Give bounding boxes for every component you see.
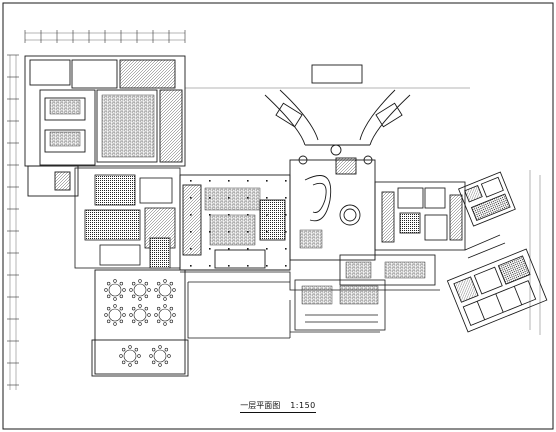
column-marker <box>209 180 211 182</box>
column-marker <box>285 214 287 216</box>
column-marker <box>190 180 192 182</box>
column-marker <box>228 231 230 233</box>
caption-underline <box>240 412 316 413</box>
column-marker <box>228 214 230 216</box>
column-marker <box>247 180 249 182</box>
column-marker <box>285 248 287 250</box>
column-marker <box>266 265 268 267</box>
column-marker <box>285 180 287 182</box>
column-marker <box>209 197 211 199</box>
column-marker <box>266 197 268 199</box>
round-table <box>149 345 171 367</box>
column-marker <box>228 248 230 250</box>
bar-terrace <box>294 279 386 331</box>
column-marker <box>228 265 230 267</box>
drawing-caption: 一层平面图 1:150 <box>0 398 556 414</box>
drawing-scale: 1:150 <box>290 401 316 410</box>
right-block <box>339 181 466 286</box>
round-table <box>154 304 176 326</box>
column-marker <box>247 248 249 250</box>
column-marker <box>247 265 249 267</box>
center-dining <box>179 174 291 271</box>
column-marker <box>209 231 211 233</box>
column-marker <box>228 180 230 182</box>
column-grid <box>190 180 287 267</box>
column-marker <box>266 231 268 233</box>
column-marker <box>247 231 249 233</box>
column-marker <box>285 265 287 267</box>
round-table <box>104 304 126 326</box>
column-marker <box>266 248 268 250</box>
column-marker <box>190 265 192 267</box>
column-marker <box>209 248 211 250</box>
diagonal-wing <box>446 171 548 333</box>
round-table <box>129 279 151 301</box>
column-marker <box>285 231 287 233</box>
column-marker <box>190 231 192 233</box>
column-marker <box>190 197 192 199</box>
restaurant-left <box>91 269 189 377</box>
left-wing <box>24 55 186 197</box>
column-marker <box>228 197 230 199</box>
round-table <box>154 279 176 301</box>
column-marker <box>266 214 268 216</box>
column-marker <box>190 214 192 216</box>
dimension-lines <box>9 32 541 390</box>
column-marker <box>285 197 287 199</box>
column-marker <box>209 214 211 216</box>
round-table <box>104 279 126 301</box>
round-table <box>119 345 141 367</box>
column-marker <box>247 214 249 216</box>
round-table <box>129 304 151 326</box>
column-marker <box>190 248 192 250</box>
column-marker <box>209 265 211 267</box>
entrance-canopy <box>264 64 411 146</box>
column-marker <box>247 197 249 199</box>
central-lobby <box>289 144 376 261</box>
kitchen-zone <box>74 167 181 269</box>
drawing-title: 一层平面图 <box>240 401 281 410</box>
dimension-ticks <box>7 30 186 386</box>
round-tables <box>104 279 176 367</box>
column-marker <box>266 180 268 182</box>
lower-corridor <box>180 271 440 339</box>
